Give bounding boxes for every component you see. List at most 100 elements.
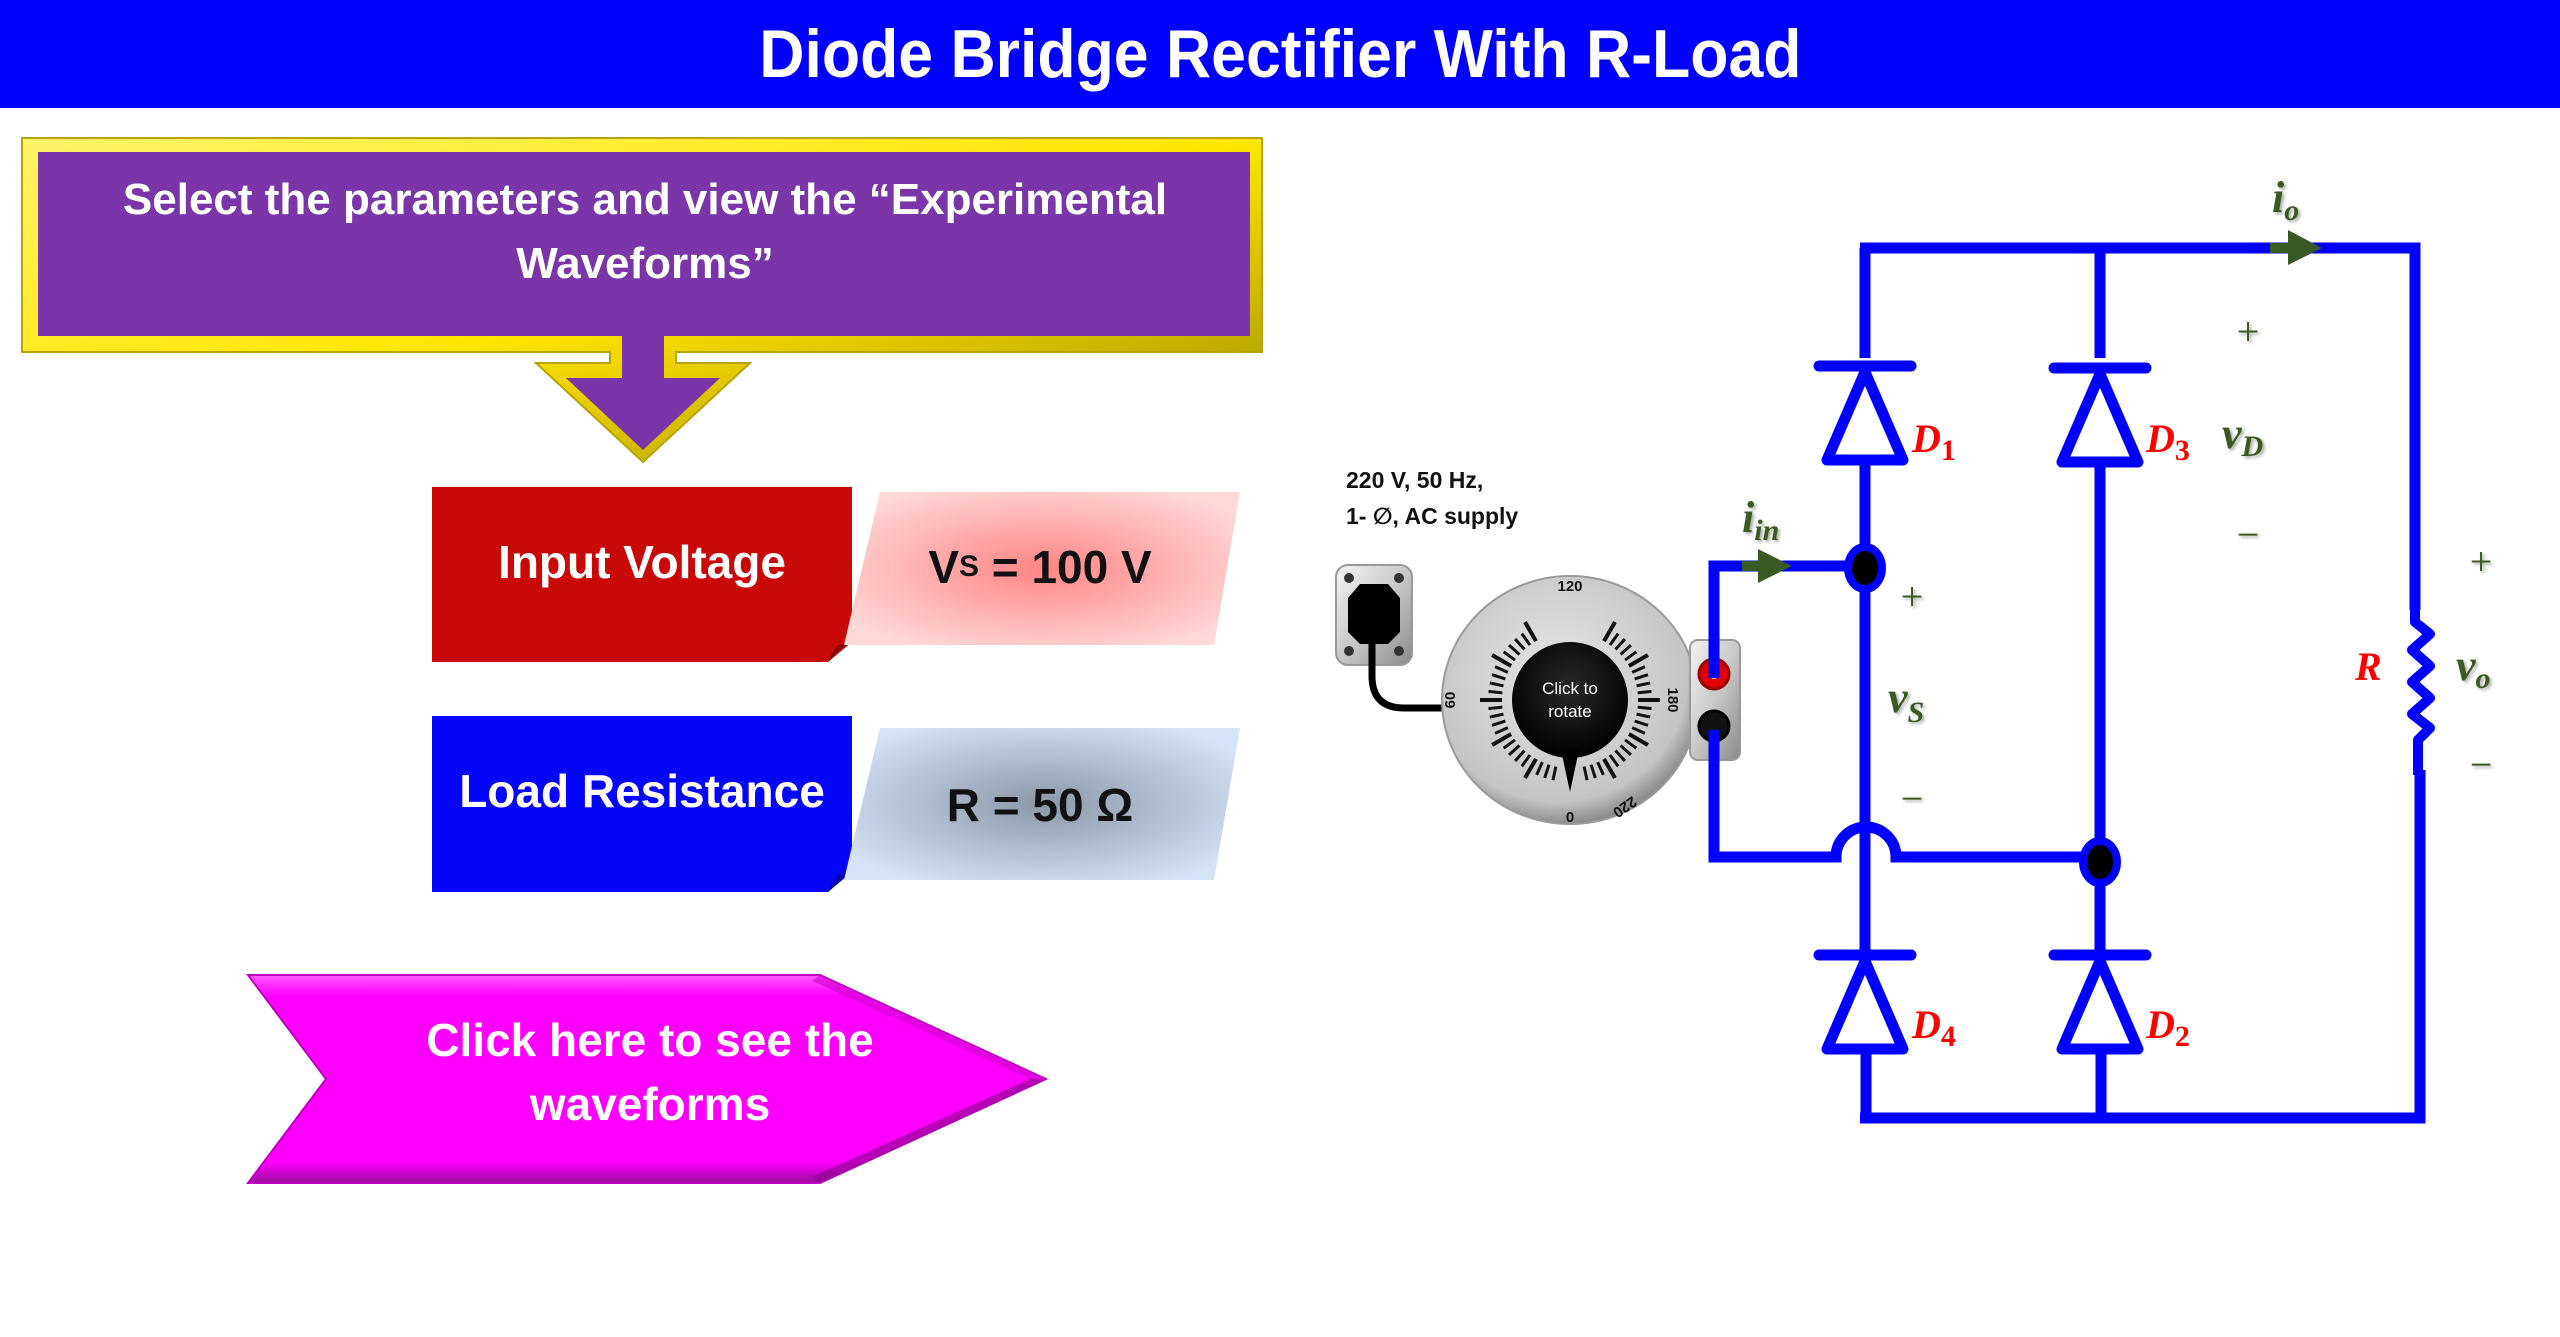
instruction-line-2: Waveforms” — [516, 239, 774, 288]
instruction-callout — [21, 137, 1263, 464]
dial-tick — [1608, 632, 1620, 646]
instruction-text: Select the parameters and view the “Expe… — [60, 168, 1230, 296]
dial-tick — [1634, 673, 1649, 681]
dial-tick — [1514, 638, 1526, 651]
v-s-minus: − — [1901, 776, 1924, 821]
input-voltage-shapes — [432, 487, 1240, 662]
input-voltage-subscript: S — [959, 550, 980, 583]
dial-tick — [1488, 705, 1503, 711]
load-resistance-label: Load Resistance — [459, 765, 825, 817]
supply-spec-line-2: 1- ∅, AC supply — [1346, 503, 1519, 529]
dial-tick — [1589, 764, 1597, 779]
knob-pointer — [1561, 750, 1579, 792]
output-current-arrow — [2270, 230, 2322, 265]
power-cable — [1368, 640, 1448, 712]
dial-tick — [1494, 665, 1509, 674]
load-resistance-value[interactable]: R = 50 Ω — [946, 779, 1134, 831]
see-waveforms-line-1: Click here to see the — [426, 1014, 874, 1066]
dial-tick — [1491, 673, 1506, 681]
label-i-o: io — [2272, 173, 2299, 227]
see-waveforms-button[interactable]: Click here to see the waveforms — [330, 1008, 970, 1136]
dial-tick — [1634, 719, 1649, 727]
dial-tick — [1602, 757, 1617, 779]
dial-tick — [1520, 754, 1532, 768]
diode-d4-icon — [1813, 949, 1917, 1055]
dial-tick — [1520, 632, 1532, 646]
title-bar: Diode Bridge Rectifier With R-Load — [0, 0, 2560, 108]
label-v-s: vS — [1888, 673, 1924, 729]
input-voltage-symbol: V — [928, 541, 960, 593]
v-s-plus: + — [1901, 574, 1924, 619]
v-d-minus: − — [2237, 512, 2260, 557]
dial-tick — [1502, 650, 1516, 662]
rotate-knob[interactable] — [1512, 642, 1628, 758]
waveform-button-shape[interactable] — [240, 965, 1060, 1195]
label-d1: D1 — [1911, 416, 1956, 467]
dial-tick — [1624, 650, 1638, 662]
knob-label-line-1[interactable]: Click to — [1542, 679, 1598, 698]
variac-dial[interactable]: Click to rotate 120 0 60 180 220 — [1441, 575, 1699, 826]
dial-tick — [1619, 644, 1632, 656]
load-resistance-shapes — [432, 716, 1240, 892]
dial-tick — [1543, 764, 1551, 779]
label-v-o: vo — [2456, 641, 2491, 695]
v-o-minus: − — [2470, 742, 2493, 787]
resistor-symbol — [2407, 605, 2435, 775]
v-d-plus: + — [2237, 309, 2260, 354]
dial-tick — [1489, 712, 1504, 719]
label-i-in: iin — [1742, 493, 1779, 547]
polarity-marks: + − + − + − — [1901, 309, 2493, 821]
input-current-arrow — [1742, 549, 1792, 583]
diode-d2-icon — [2048, 949, 2152, 1055]
dial-tick — [1508, 644, 1521, 656]
dial-tick-marks — [1480, 621, 1660, 781]
supply-spec-line-1: 220 V, 50 Hz, — [1346, 467, 1484, 493]
dial-tick — [1627, 732, 1649, 747]
v-o-plus: + — [2470, 539, 2493, 584]
diodes — [1813, 360, 2152, 1055]
dial-tick — [1596, 761, 1605, 776]
dial-tick — [1502, 738, 1516, 750]
dial-tick — [1551, 766, 1558, 781]
dial-tick — [1514, 749, 1526, 762]
dial-tick — [1494, 726, 1509, 735]
dial-tick — [1508, 744, 1521, 756]
input-voltage-label: Input Voltage — [498, 536, 786, 588]
dial-tick — [1624, 738, 1638, 750]
dial-tick — [1636, 681, 1651, 688]
dial-tick — [1523, 757, 1538, 779]
supply-spec: 220 V, 50 Hz, 1- ∅, AC supply — [1346, 462, 1518, 534]
scale-label-180: 180 — [1664, 687, 1681, 712]
quantity-labels: iin io vS vD vo — [1742, 173, 2491, 729]
dial-tick — [1637, 689, 1652, 695]
knob-label-line-2[interactable]: rotate — [1548, 702, 1591, 721]
dial-tick — [1491, 719, 1506, 727]
dial-tick — [1523, 621, 1538, 643]
circuit-wires — [1708, 242, 2426, 1124]
input-voltage-amount: = 100 V — [979, 541, 1152, 593]
diode-d3-icon — [2048, 362, 2152, 468]
component-labels: D1 D3 D4 D2 R — [1911, 416, 2382, 1053]
scale-label-0: 0 — [1566, 809, 1574, 826]
dial-tick — [1602, 621, 1617, 643]
scale-label-120: 120 — [1557, 578, 1582, 595]
dial-tick — [1614, 638, 1626, 651]
dial-tick — [1608, 754, 1620, 768]
dial-tick — [1631, 726, 1646, 735]
label-d2: D2 — [2145, 1002, 2190, 1053]
label-d3: D3 — [2145, 416, 2190, 467]
dial-tick — [1619, 744, 1632, 756]
dial-tick — [1582, 766, 1589, 781]
label-d4: D4 — [1911, 1002, 1956, 1053]
node-positive — [1844, 543, 1886, 593]
instruction-line-1: Select the parameters and view the “Expe… — [122, 175, 1168, 224]
dial-tick — [1489, 681, 1504, 688]
see-waveforms-line-2: waveforms — [529, 1078, 771, 1130]
scale-label-60: 60 — [1442, 692, 1459, 709]
node-negative — [2079, 837, 2121, 887]
power-socket-icon — [1335, 564, 1413, 666]
dial-tick — [1637, 705, 1652, 711]
dial-tick — [1636, 712, 1651, 719]
